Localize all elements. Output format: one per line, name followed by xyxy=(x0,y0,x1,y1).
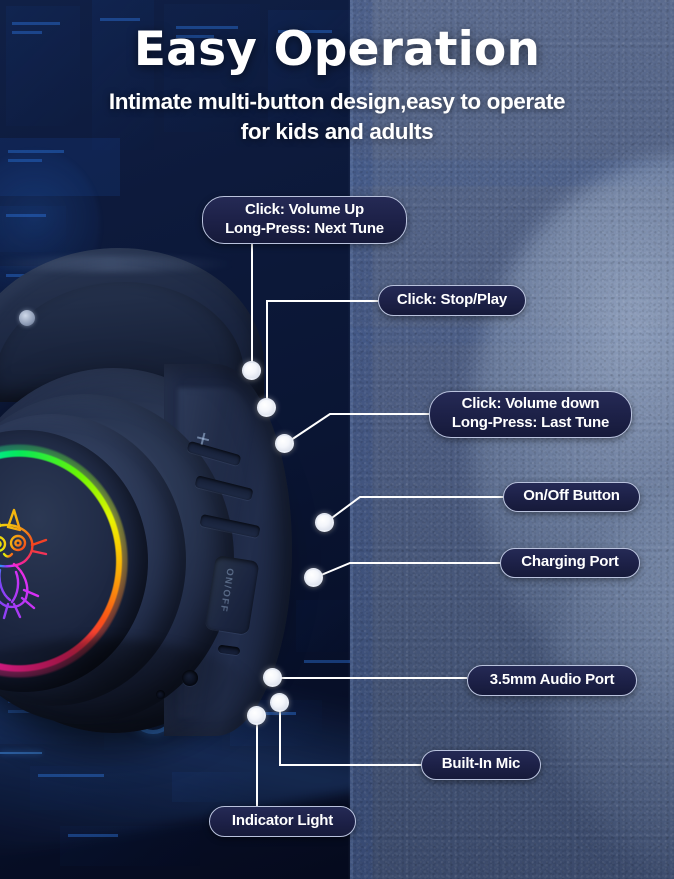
microphone-hole xyxy=(156,690,165,699)
callout-dot-stop-play[interactable] xyxy=(257,398,276,417)
callout-dot-onoff[interactable] xyxy=(315,513,334,532)
callout-dot-volume-down[interactable] xyxy=(275,434,294,453)
callout-line-1: Built-In Mic xyxy=(441,755,521,773)
callout-label-volume-down[interactable]: Click: Volume down Long-Press: Last Tune xyxy=(429,391,632,438)
rgb-creature-logo-icon xyxy=(0,500,50,620)
callout-line-1: Indicator Light xyxy=(231,811,334,829)
callout-dot-built-in-mic[interactable] xyxy=(270,693,289,712)
callout-label-indicator-light[interactable]: Indicator Light xyxy=(209,806,356,837)
background-right-blurred-product xyxy=(350,0,674,879)
callout-line-1: On/Off Button xyxy=(523,487,620,505)
callout-dot-audio-port[interactable] xyxy=(263,668,282,687)
callout-line-1: Click: Stop/Play xyxy=(396,290,508,308)
callout-dot-volume-up[interactable] xyxy=(242,361,261,380)
callout-label-onoff-button[interactable]: On/Off Button xyxy=(503,482,640,512)
headphone-product-image: ON/OFF xyxy=(0,238,372,768)
callout-line-1: Click: Volume down xyxy=(461,395,600,413)
callout-line-2: Long-Press: Last Tune xyxy=(451,414,610,431)
callout-line-1: Charging Port xyxy=(521,553,619,571)
callout-dot-indicator[interactable] xyxy=(247,706,266,725)
headband-logo-icon xyxy=(19,310,35,326)
callout-line-1: Click: Volume Up xyxy=(244,200,365,218)
callout-dot-charging-port[interactable] xyxy=(304,568,323,587)
callout-label-volume-up[interactable]: Click: Volume Up Long-Press: Next Tune xyxy=(202,196,407,244)
callout-label-stop-play[interactable]: Click: Stop/Play xyxy=(378,285,526,316)
leather-grain-texture xyxy=(350,0,674,879)
headband-highlight xyxy=(0,256,236,272)
earcup-bottom-shadow xyxy=(0,638,262,768)
callout-line-2: Long-Press: Next Tune xyxy=(225,219,384,237)
callout-label-charging-port[interactable]: Charging Port xyxy=(500,548,640,578)
callout-label-audio-port[interactable]: 3.5mm Audio Port xyxy=(467,665,637,696)
callout-line-1: 3.5mm Audio Port xyxy=(489,670,615,688)
callout-label-built-in-mic[interactable]: Built-In Mic xyxy=(421,750,541,780)
